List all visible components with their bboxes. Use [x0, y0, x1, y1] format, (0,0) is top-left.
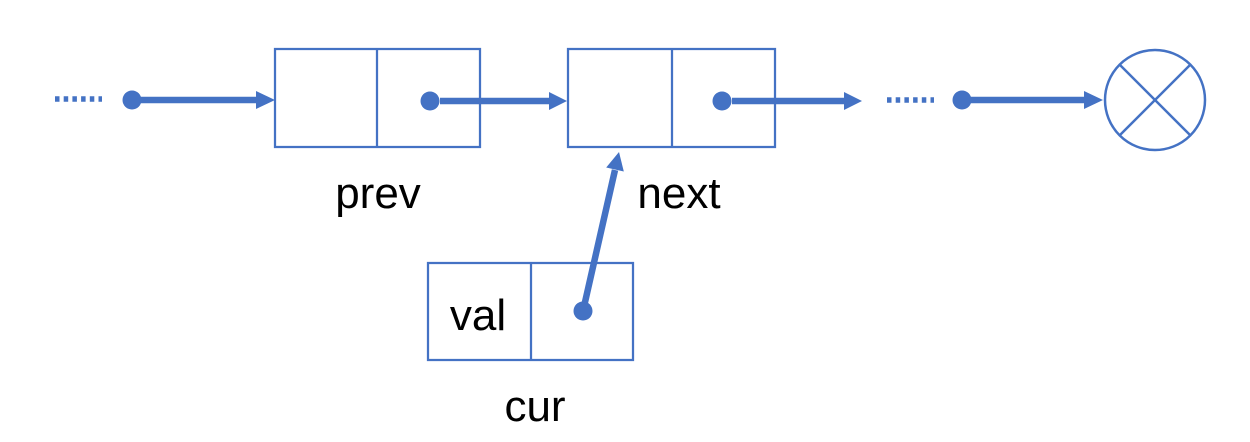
cell-value: val — [450, 291, 506, 340]
arrow-head-icon — [606, 152, 624, 172]
arrow-shaft — [579, 169, 619, 312]
tail-pointer-arrow — [952, 90, 1103, 110]
arrow-head-icon — [844, 92, 862, 110]
circle-cross-icon — [1103, 48, 1207, 152]
cur-next-arrow — [579, 152, 624, 312]
link-arrow — [732, 92, 862, 110]
pointer-dot-icon — [712, 91, 732, 111]
arrow-head-icon — [256, 91, 275, 109]
pointer-dot-icon — [952, 90, 972, 110]
arrow-head-icon — [549, 92, 567, 110]
label-cur: cur — [504, 382, 565, 431]
arrow-head-icon — [1084, 91, 1103, 109]
label-prev: prev — [335, 169, 421, 218]
pointer-dot-icon — [420, 91, 440, 111]
link-arrow — [440, 92, 567, 110]
pointer-dot-icon — [122, 90, 142, 110]
terminator-cross-line — [1119, 64, 1191, 136]
label-next: next — [637, 169, 720, 218]
head-pointer-arrow — [122, 90, 275, 110]
terminator-circle — [1103, 48, 1207, 152]
node-cur: val — [426, 261, 635, 362]
